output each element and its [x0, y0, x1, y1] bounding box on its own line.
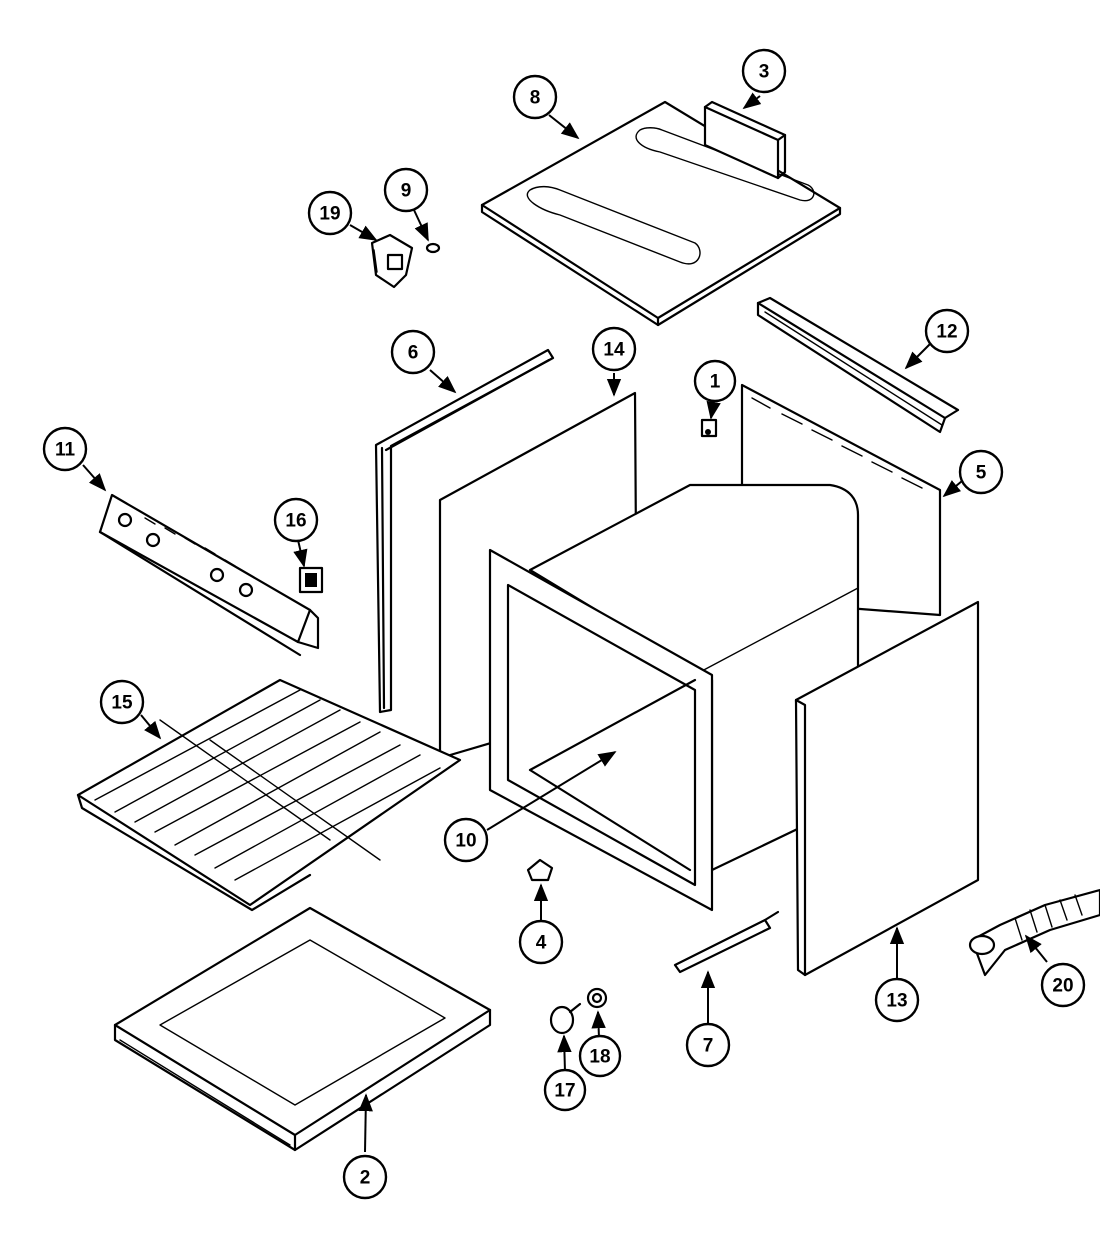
part-bottom-panel	[113, 906, 492, 1152]
callout-15: 15	[99, 679, 145, 725]
svg-text:8: 8	[530, 88, 541, 109]
callout-18: 18	[578, 1034, 622, 1078]
callout-2: 2	[342, 1154, 388, 1200]
svg-text:17: 17	[554, 1081, 575, 1102]
svg-text:11: 11	[55, 440, 76, 461]
callout-19: 19	[307, 190, 353, 236]
svg-text:1: 1	[710, 372, 721, 393]
part-clip	[700, 418, 718, 438]
callout-3: 3	[741, 48, 787, 94]
part-right-side-panel	[794, 600, 980, 977]
part-top-rail	[756, 296, 960, 434]
part-switch	[298, 566, 324, 594]
callout-14: 14	[591, 326, 637, 372]
part-spring	[673, 910, 780, 974]
svg-text:2: 2	[360, 1168, 371, 1189]
callout-8: 8	[512, 74, 558, 120]
callout-17: 17	[543, 1068, 587, 1112]
leader-arrows	[82, 92, 1048, 1153]
part-top-panel	[480, 100, 842, 327]
svg-text:16: 16	[285, 511, 306, 532]
callout-13: 13	[874, 977, 920, 1023]
callout-6: 6	[390, 329, 436, 375]
svg-text:4: 4	[536, 933, 547, 954]
callout-12: 12	[924, 308, 970, 354]
svg-text:5: 5	[976, 463, 987, 484]
svg-text:20: 20	[1052, 976, 1073, 997]
part-oven-rack	[76, 678, 462, 912]
svg-text:3: 3	[759, 62, 770, 83]
part-bulb	[549, 1002, 582, 1035]
callout-20: 20	[1040, 962, 1086, 1008]
callout-4: 4	[518, 919, 564, 965]
part-screw	[425, 242, 441, 254]
callout-9: 9	[383, 167, 429, 213]
callout-10: 10	[443, 817, 489, 863]
svg-text:13: 13	[886, 991, 907, 1012]
callout-16: 16	[273, 497, 319, 543]
svg-text:9: 9	[401, 181, 412, 202]
part-side-trim	[374, 348, 555, 714]
callout-1: 1	[693, 359, 737, 403]
svg-text:14: 14	[603, 340, 625, 361]
part-front-rail	[98, 493, 320, 657]
part-vent-tab	[703, 100, 787, 180]
svg-text:15: 15	[111, 693, 133, 714]
part-bracket	[370, 233, 414, 289]
callout-7: 7	[685, 1022, 731, 1068]
part-bulb-cover	[586, 987, 608, 1009]
svg-text:19: 19	[319, 204, 340, 225]
svg-text:18: 18	[589, 1047, 610, 1068]
svg-text:10: 10	[455, 831, 476, 852]
svg-text:7: 7	[703, 1036, 714, 1057]
part-rack-clip	[526, 858, 554, 882]
callout-5: 5	[958, 449, 1004, 495]
svg-text:6: 6	[408, 343, 419, 364]
callout-11: 11	[42, 426, 88, 472]
svg-text:12: 12	[936, 322, 957, 343]
part-gas-connector	[968, 888, 1100, 977]
